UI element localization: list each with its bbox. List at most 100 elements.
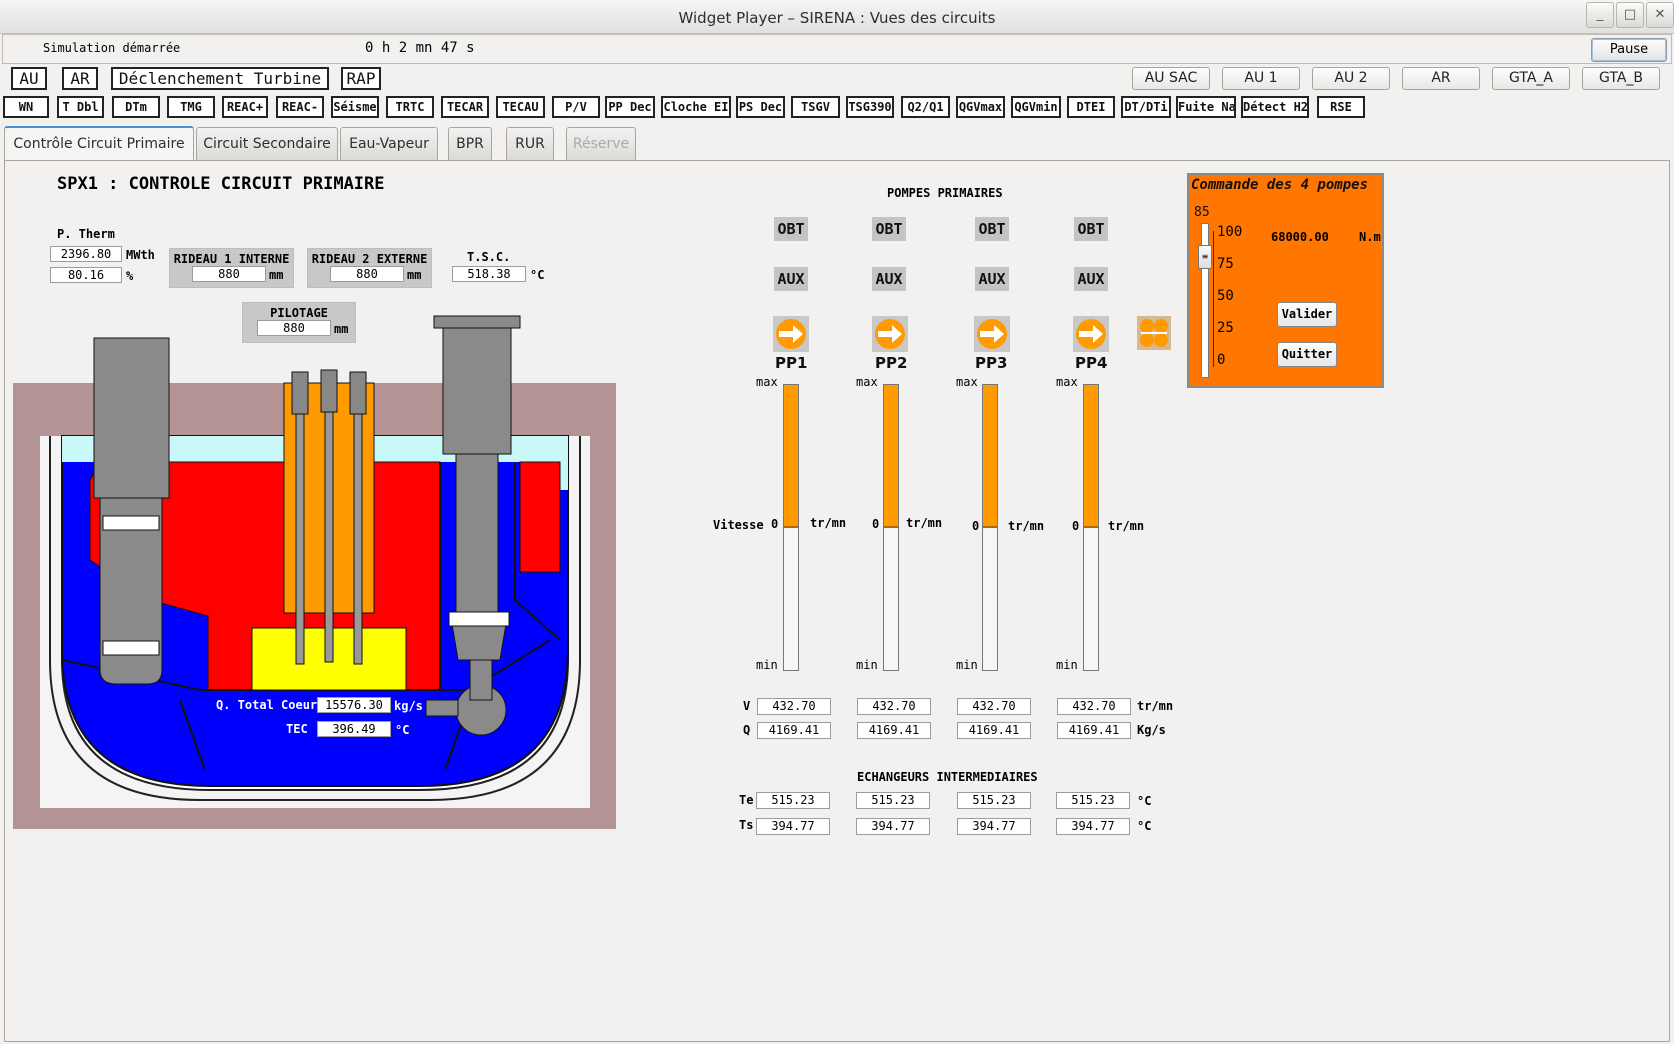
pp1-gauge-zero: 0 — [771, 517, 779, 531]
scenario-button[interactable]: RSE — [1317, 96, 1365, 118]
scenario-button[interactable]: T Dbl — [57, 96, 104, 118]
pp3-v-value: 432.70 — [957, 698, 1031, 715]
tec-label: TEC — [286, 722, 308, 736]
exchangers-title: ECHANGEURS INTERMEDIAIRES — [857, 770, 1038, 784]
pump-command-panel: Commande des 4 pompes 85 ≡ 100 75 50 25 … — [1187, 173, 1384, 388]
scenario-button[interactable]: P/V — [552, 96, 600, 118]
pilotage-label: PILOTAGE — [270, 306, 328, 320]
ar-right-button[interactable]: AR — [1402, 67, 1480, 90]
tab-reserve[interactable]: Réserve — [566, 127, 636, 160]
scenario-button[interactable]: Détect H2 — [1241, 96, 1309, 118]
scenario-button[interactable]: TRTC — [386, 96, 434, 118]
validate-button[interactable]: Valider — [1277, 302, 1337, 327]
scenario-button[interactable]: TSG390 — [846, 96, 894, 118]
scenario-button[interactable]: TMG — [167, 96, 215, 118]
ihx1-ts-value: 394.77 — [756, 818, 830, 835]
p-therm-mwth-unit: MWth — [126, 248, 155, 262]
ar-button[interactable]: AR — [62, 67, 98, 90]
ihx3-ts-value: 394.77 — [957, 818, 1031, 835]
pp4-gauge-zero: 0 — [1072, 519, 1080, 533]
scenario-button[interactable]: Cloche EI — [661, 96, 731, 118]
scenario-button[interactable]: DTm — [112, 96, 160, 118]
maximize-button[interactable]: □ — [1616, 2, 1644, 28]
tab-rur[interactable]: RUR — [506, 127, 554, 160]
p-therm-pct-value: 80.16 — [50, 267, 122, 283]
pp3-pump-icon[interactable] — [974, 316, 1010, 352]
scenario-button[interactable]: Séisme — [331, 96, 379, 118]
scenario-button[interactable]: Fuite Na — [1176, 96, 1236, 118]
gta-b-button[interactable]: GTA_B — [1582, 67, 1660, 90]
pp2-pump-icon[interactable] — [872, 316, 908, 352]
pp3-gauge-unit: tr/mn — [1008, 519, 1045, 533]
tab-water-steam[interactable]: Eau-Vapeur — [340, 127, 438, 160]
pp2-gauge-max: max — [856, 375, 878, 389]
pp4-label: PP4 — [1075, 354, 1108, 372]
au2-button[interactable]: AU 2 — [1312, 67, 1390, 90]
au-sac-button[interactable]: AU SAC — [1132, 67, 1210, 90]
pilotage-value: 880 — [257, 320, 331, 336]
pp1-speed-fill — [784, 385, 798, 528]
scenario-button[interactable]: QGVmin — [1011, 96, 1061, 118]
pp4-speed-gauge — [1083, 384, 1099, 671]
pp3-aux-indicator: AUX — [975, 267, 1009, 291]
tsc-value: 518.38 — [452, 266, 526, 282]
pp1-pump-icon[interactable] — [773, 316, 809, 352]
pp1-gauge-unit: tr/mn — [810, 516, 847, 530]
scenario-button[interactable]: DT/DTi — [1121, 96, 1171, 118]
turbine-trip-button[interactable]: Déclenchement Turbine — [111, 67, 329, 90]
pp1-gauge-max: max — [756, 375, 778, 389]
close-button[interactable]: ✕ — [1646, 2, 1674, 28]
scenario-button[interactable]: DTEI — [1067, 96, 1115, 118]
pp2-speed-gauge — [883, 384, 899, 671]
scenario-button[interactable]: PS Dec — [736, 96, 785, 118]
ihx2-ts-value: 394.77 — [856, 818, 930, 835]
rideau2-unit: mm — [407, 268, 422, 282]
scenario-button[interactable]: TECAR — [441, 96, 489, 118]
scenario-button[interactable]: TSGV — [791, 96, 840, 118]
core-flow-label: Q. Total Coeur — [216, 698, 318, 712]
gta-a-button[interactable]: GTA_A — [1492, 67, 1570, 90]
pp2-gauge-unit: tr/mn — [906, 516, 943, 530]
pp4-speed-fill — [1084, 385, 1098, 528]
scenario-button[interactable]: Q2/Q1 — [901, 96, 950, 118]
scenario-button[interactable]: WN — [3, 96, 49, 118]
tab-secondary-circuit[interactable]: Circuit Secondaire — [196, 127, 338, 160]
scenario-button[interactable]: REAC+ — [222, 96, 268, 118]
pp4-pump-icon[interactable] — [1073, 316, 1109, 352]
scenario-button[interactable]: REAC- — [276, 96, 324, 118]
reactor-vessel-diagram — [13, 315, 616, 829]
pp1-obt-indicator: OBT — [774, 217, 808, 241]
pp1-gauge-min: min — [756, 658, 778, 672]
pp4-v-value: 432.70 — [1057, 698, 1131, 715]
pp3-speed-fill — [983, 385, 997, 528]
rideau2-label: RIDEAU 2 EXTERNE — [311, 252, 428, 266]
pp1-q-value: 4169.41 — [757, 722, 831, 739]
pp3-q-value: 4169.41 — [957, 722, 1031, 739]
scenario-button[interactable]: PP Dec — [605, 96, 655, 118]
te-row-label: Te — [739, 793, 754, 807]
ihx4-te-value: 515.23 — [1056, 792, 1130, 809]
pp1-aux-indicator: AUX — [774, 267, 808, 291]
core-flow-unit: kg/s — [394, 699, 423, 713]
tab-primary-circuit[interactable]: Contrôle Circuit Primaire — [4, 126, 194, 161]
slider-scale — [1213, 231, 1214, 367]
pause-button[interactable]: Pause — [1591, 38, 1667, 62]
tick-0: 0 — [1217, 352, 1226, 368]
pp4-gauge-unit: tr/mn — [1108, 519, 1145, 533]
scenario-button[interactable]: TECAU — [496, 96, 545, 118]
au1-button[interactable]: AU 1 — [1222, 67, 1300, 90]
speed-slider-handle[interactable]: ≡ — [1198, 245, 1212, 269]
rap-button[interactable]: RAP — [341, 67, 381, 90]
scenario-button[interactable]: QGVmax — [956, 96, 1005, 118]
tab-bpr[interactable]: BPR — [448, 127, 492, 160]
pumps-title: POMPES PRIMAIRES — [887, 186, 1003, 200]
all-pumps-icon[interactable] — [1137, 316, 1171, 350]
au-button[interactable]: AU — [11, 67, 47, 90]
minimize-button[interactable]: _ — [1586, 2, 1614, 28]
speed-slider-track[interactable] — [1201, 223, 1209, 378]
rideau1-value: 880 — [192, 266, 266, 282]
quit-button[interactable]: Quitter — [1277, 342, 1337, 367]
tec-unit: °C — [395, 723, 410, 737]
pp2-v-value: 432.70 — [857, 698, 931, 715]
pp4-gauge-min: min — [1056, 658, 1078, 672]
